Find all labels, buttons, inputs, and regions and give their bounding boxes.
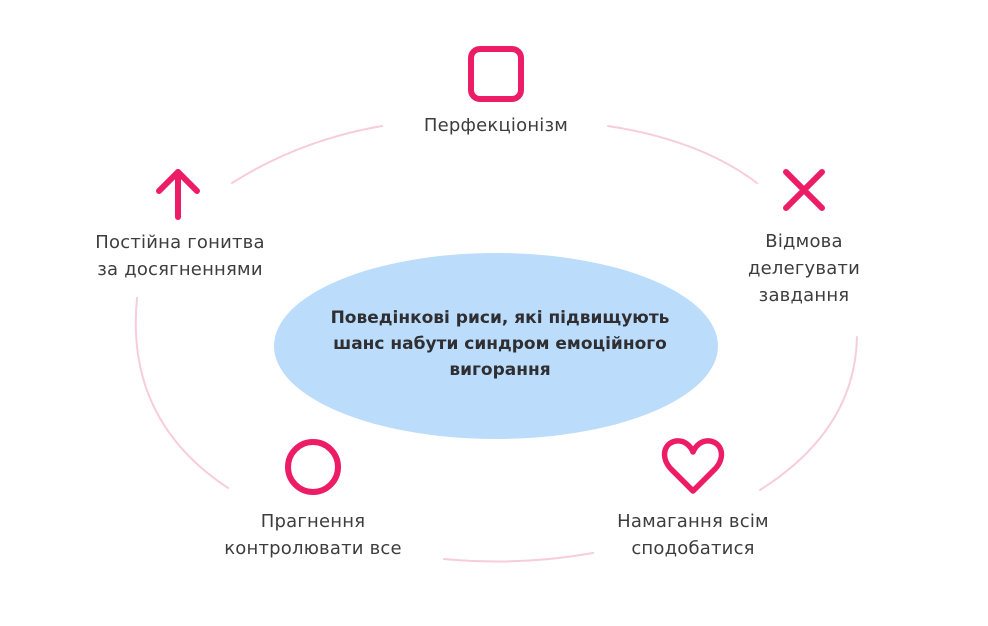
- label-line: Постійна гонитва: [95, 232, 265, 253]
- x-icon: [783, 169, 825, 211]
- center-ellipse: [274, 253, 718, 439]
- label-line: Відмова: [765, 231, 843, 252]
- square-icon: [468, 46, 524, 102]
- arc-bottom: [443, 552, 594, 563]
- label-people-pleasing: Намагання всім сподобатися: [598, 508, 788, 562]
- label-line: Прагнення: [260, 511, 366, 532]
- label-control: Прагнення контролювати все: [213, 508, 413, 562]
- label-line: Перфекціонізм: [423, 115, 569, 136]
- circle-icon: [285, 439, 341, 495]
- label-line: контролювати все: [224, 538, 402, 559]
- label-perfectionism: Перфекціонізм: [396, 112, 596, 139]
- label-line: за досягненнями: [97, 259, 263, 280]
- arrow-up-icon: [156, 169, 200, 220]
- label-line: сподобатися: [631, 538, 755, 559]
- center-title: Поведінкові риси, які підвищують шанс на…: [290, 305, 710, 383]
- arc-top-right: [607, 125, 758, 184]
- label-line: делегувати: [747, 258, 861, 279]
- arc-left: [134, 297, 229, 489]
- center-title-line: вигорання: [449, 360, 551, 380]
- label-line: завдання: [758, 285, 850, 306]
- arc-top-left: [231, 125, 383, 184]
- center-title-line: Поведінкові риси, які підвищують: [330, 308, 670, 328]
- arc-right: [759, 336, 858, 491]
- center-title-line: шанс набути синдром емоційного: [333, 334, 667, 354]
- label-refusal-to-delegate: Відмова делегувати завдання: [734, 228, 874, 309]
- outer-ring-arcs: [134, 125, 858, 563]
- label-line: Намагання всім: [617, 511, 769, 532]
- label-achievement: Постійна гонитва за досягненнями: [80, 229, 280, 283]
- heart-icon: [661, 438, 725, 494]
